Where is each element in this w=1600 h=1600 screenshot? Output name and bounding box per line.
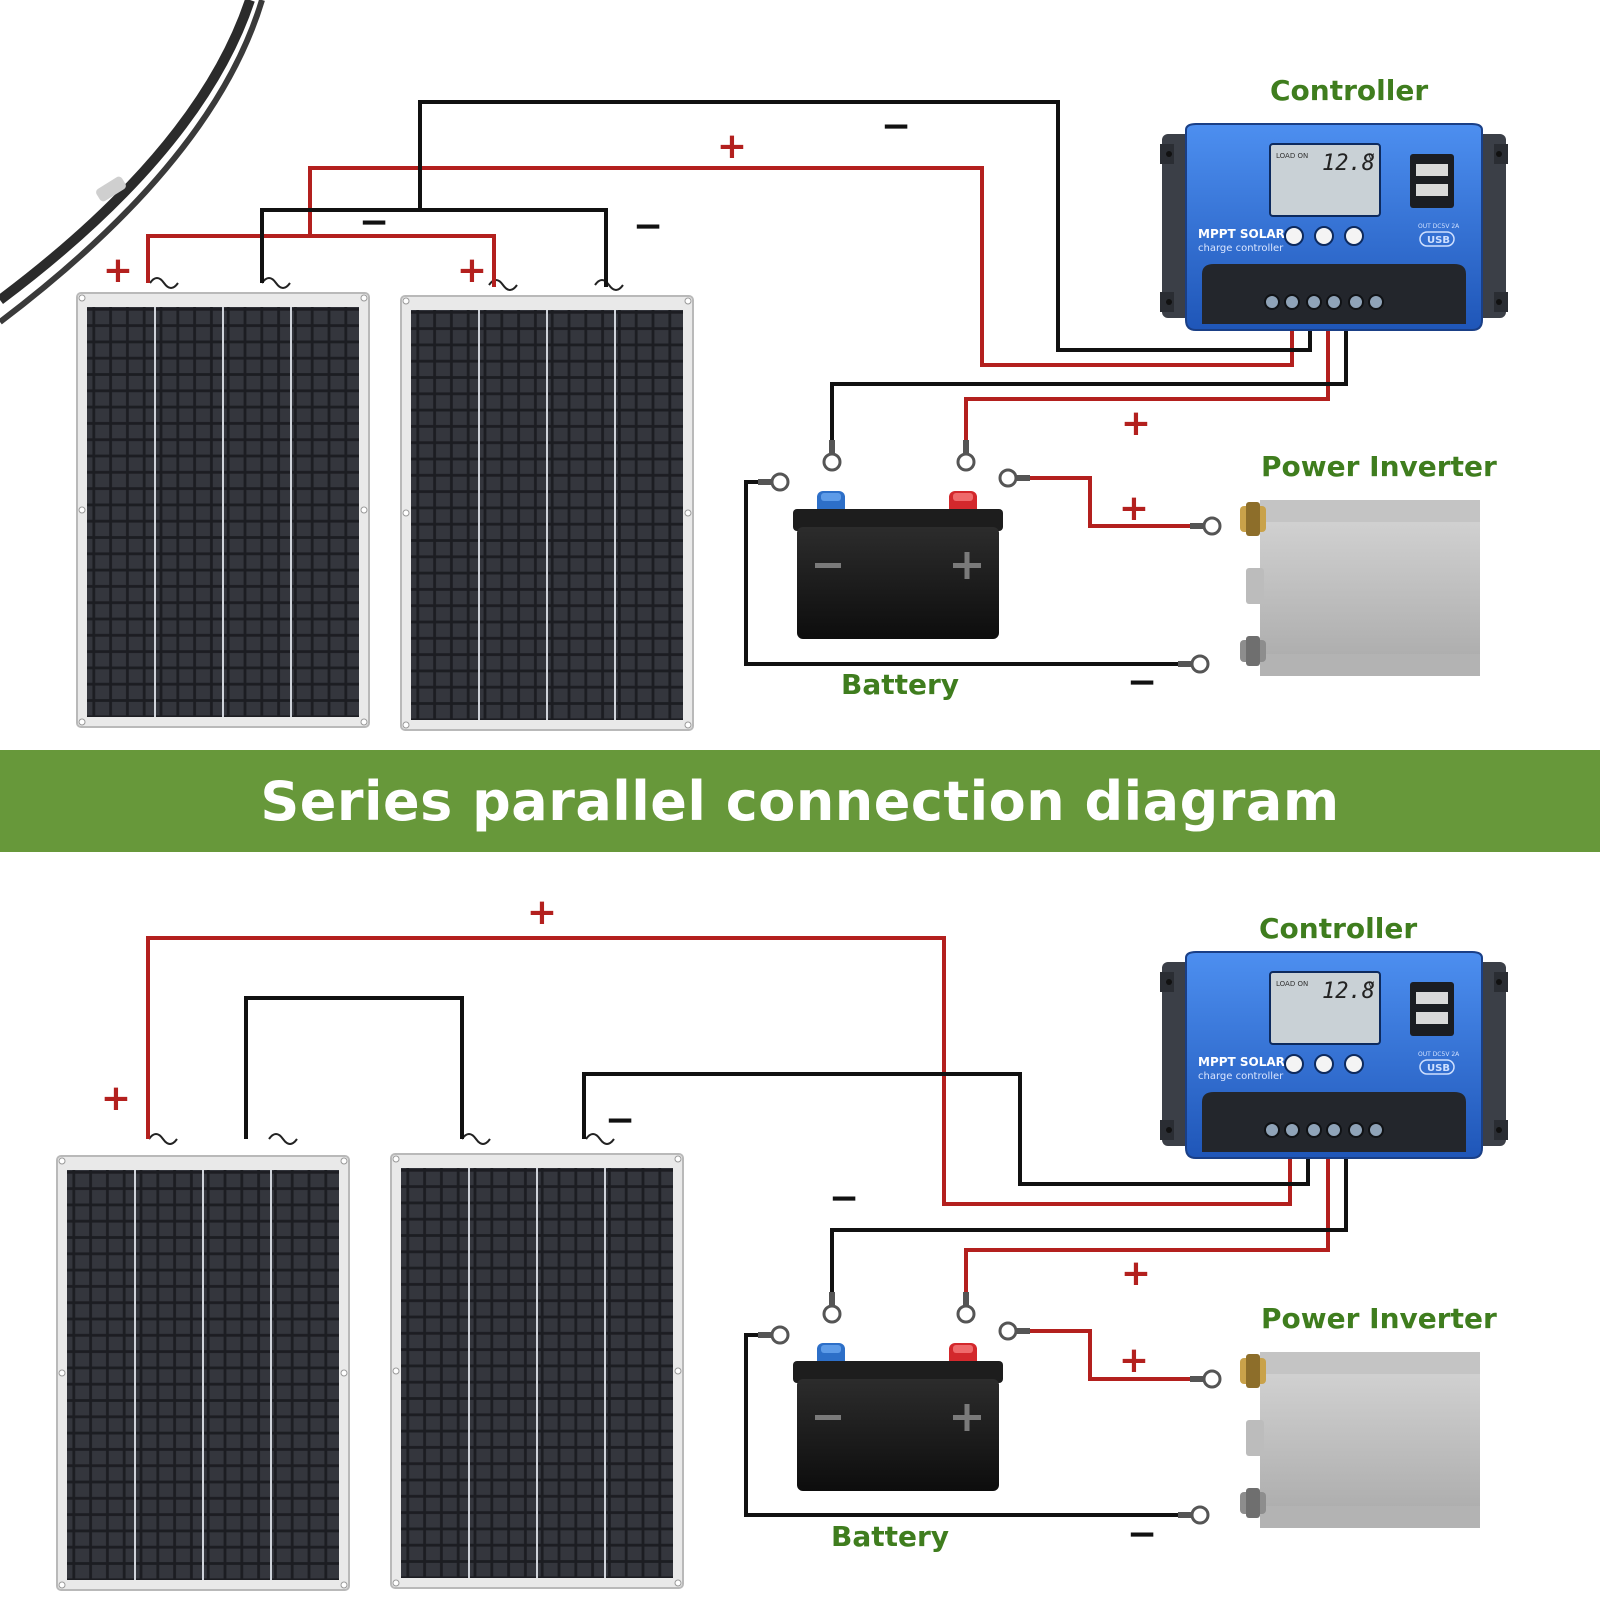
diagram-title: Series parallel connection diagram [260, 769, 1340, 833]
minus-sign: − [633, 206, 663, 247]
battery-label: Battery [831, 1520, 950, 1553]
minus-sign: − [1127, 662, 1157, 703]
plus-sign: + [717, 126, 747, 167]
title-banner: Series parallel connection diagram [0, 750, 1600, 852]
cable-decoration [0, 0, 265, 325]
polarity-signs: + + + + + − − − − [103, 106, 1157, 703]
negative-wires [260, 100, 1348, 666]
minus-sign: − [1127, 1514, 1157, 1555]
controller-label: Controller [1270, 74, 1429, 107]
battery-bottom [793, 1343, 1003, 1491]
plus-sign: + [101, 1078, 131, 1119]
plus-sign: + [1119, 488, 1149, 529]
charge-controller-bottom [1159, 951, 1509, 1159]
parallel-diagram: + + + + + − − − − [76, 100, 1509, 731]
solar-panel-2 [400, 295, 694, 731]
panel-leads [148, 1133, 615, 1145]
solar-panel-1 [76, 292, 370, 728]
plus-sign: + [457, 250, 487, 291]
minus-sign: − [359, 202, 389, 243]
panel-leads [149, 277, 624, 291]
plus-sign: + [1119, 1340, 1149, 1381]
positive-wires [146, 936, 1330, 1381]
plus-sign: + [527, 892, 557, 933]
solar-panel-3 [56, 1155, 350, 1591]
minus-sign: − [829, 1178, 859, 1219]
minus-sign: − [605, 1100, 635, 1141]
plus-sign: + [1121, 403, 1151, 444]
inverter-label: Power Inverter [1261, 1302, 1497, 1335]
plus-sign: + [103, 250, 133, 291]
power-inverter-bottom [1240, 1352, 1480, 1528]
positive-wires [146, 166, 1330, 528]
minus-sign: − [881, 106, 911, 147]
negative-wires [244, 996, 1348, 1517]
polarity-signs: + + + + − − − [101, 892, 1157, 1555]
inverter-label: Power Inverter [1261, 450, 1497, 483]
battery-label: Battery [841, 668, 960, 701]
controller-label: Controller [1259, 912, 1418, 945]
solar-panel-4 [390, 1153, 684, 1589]
charge-controller-top [1159, 123, 1509, 331]
series-diagram: + + + + − − − [56, 892, 1509, 1591]
plus-sign: + [1121, 1253, 1151, 1294]
battery-top [793, 491, 1003, 639]
power-inverter-top [1240, 500, 1480, 676]
